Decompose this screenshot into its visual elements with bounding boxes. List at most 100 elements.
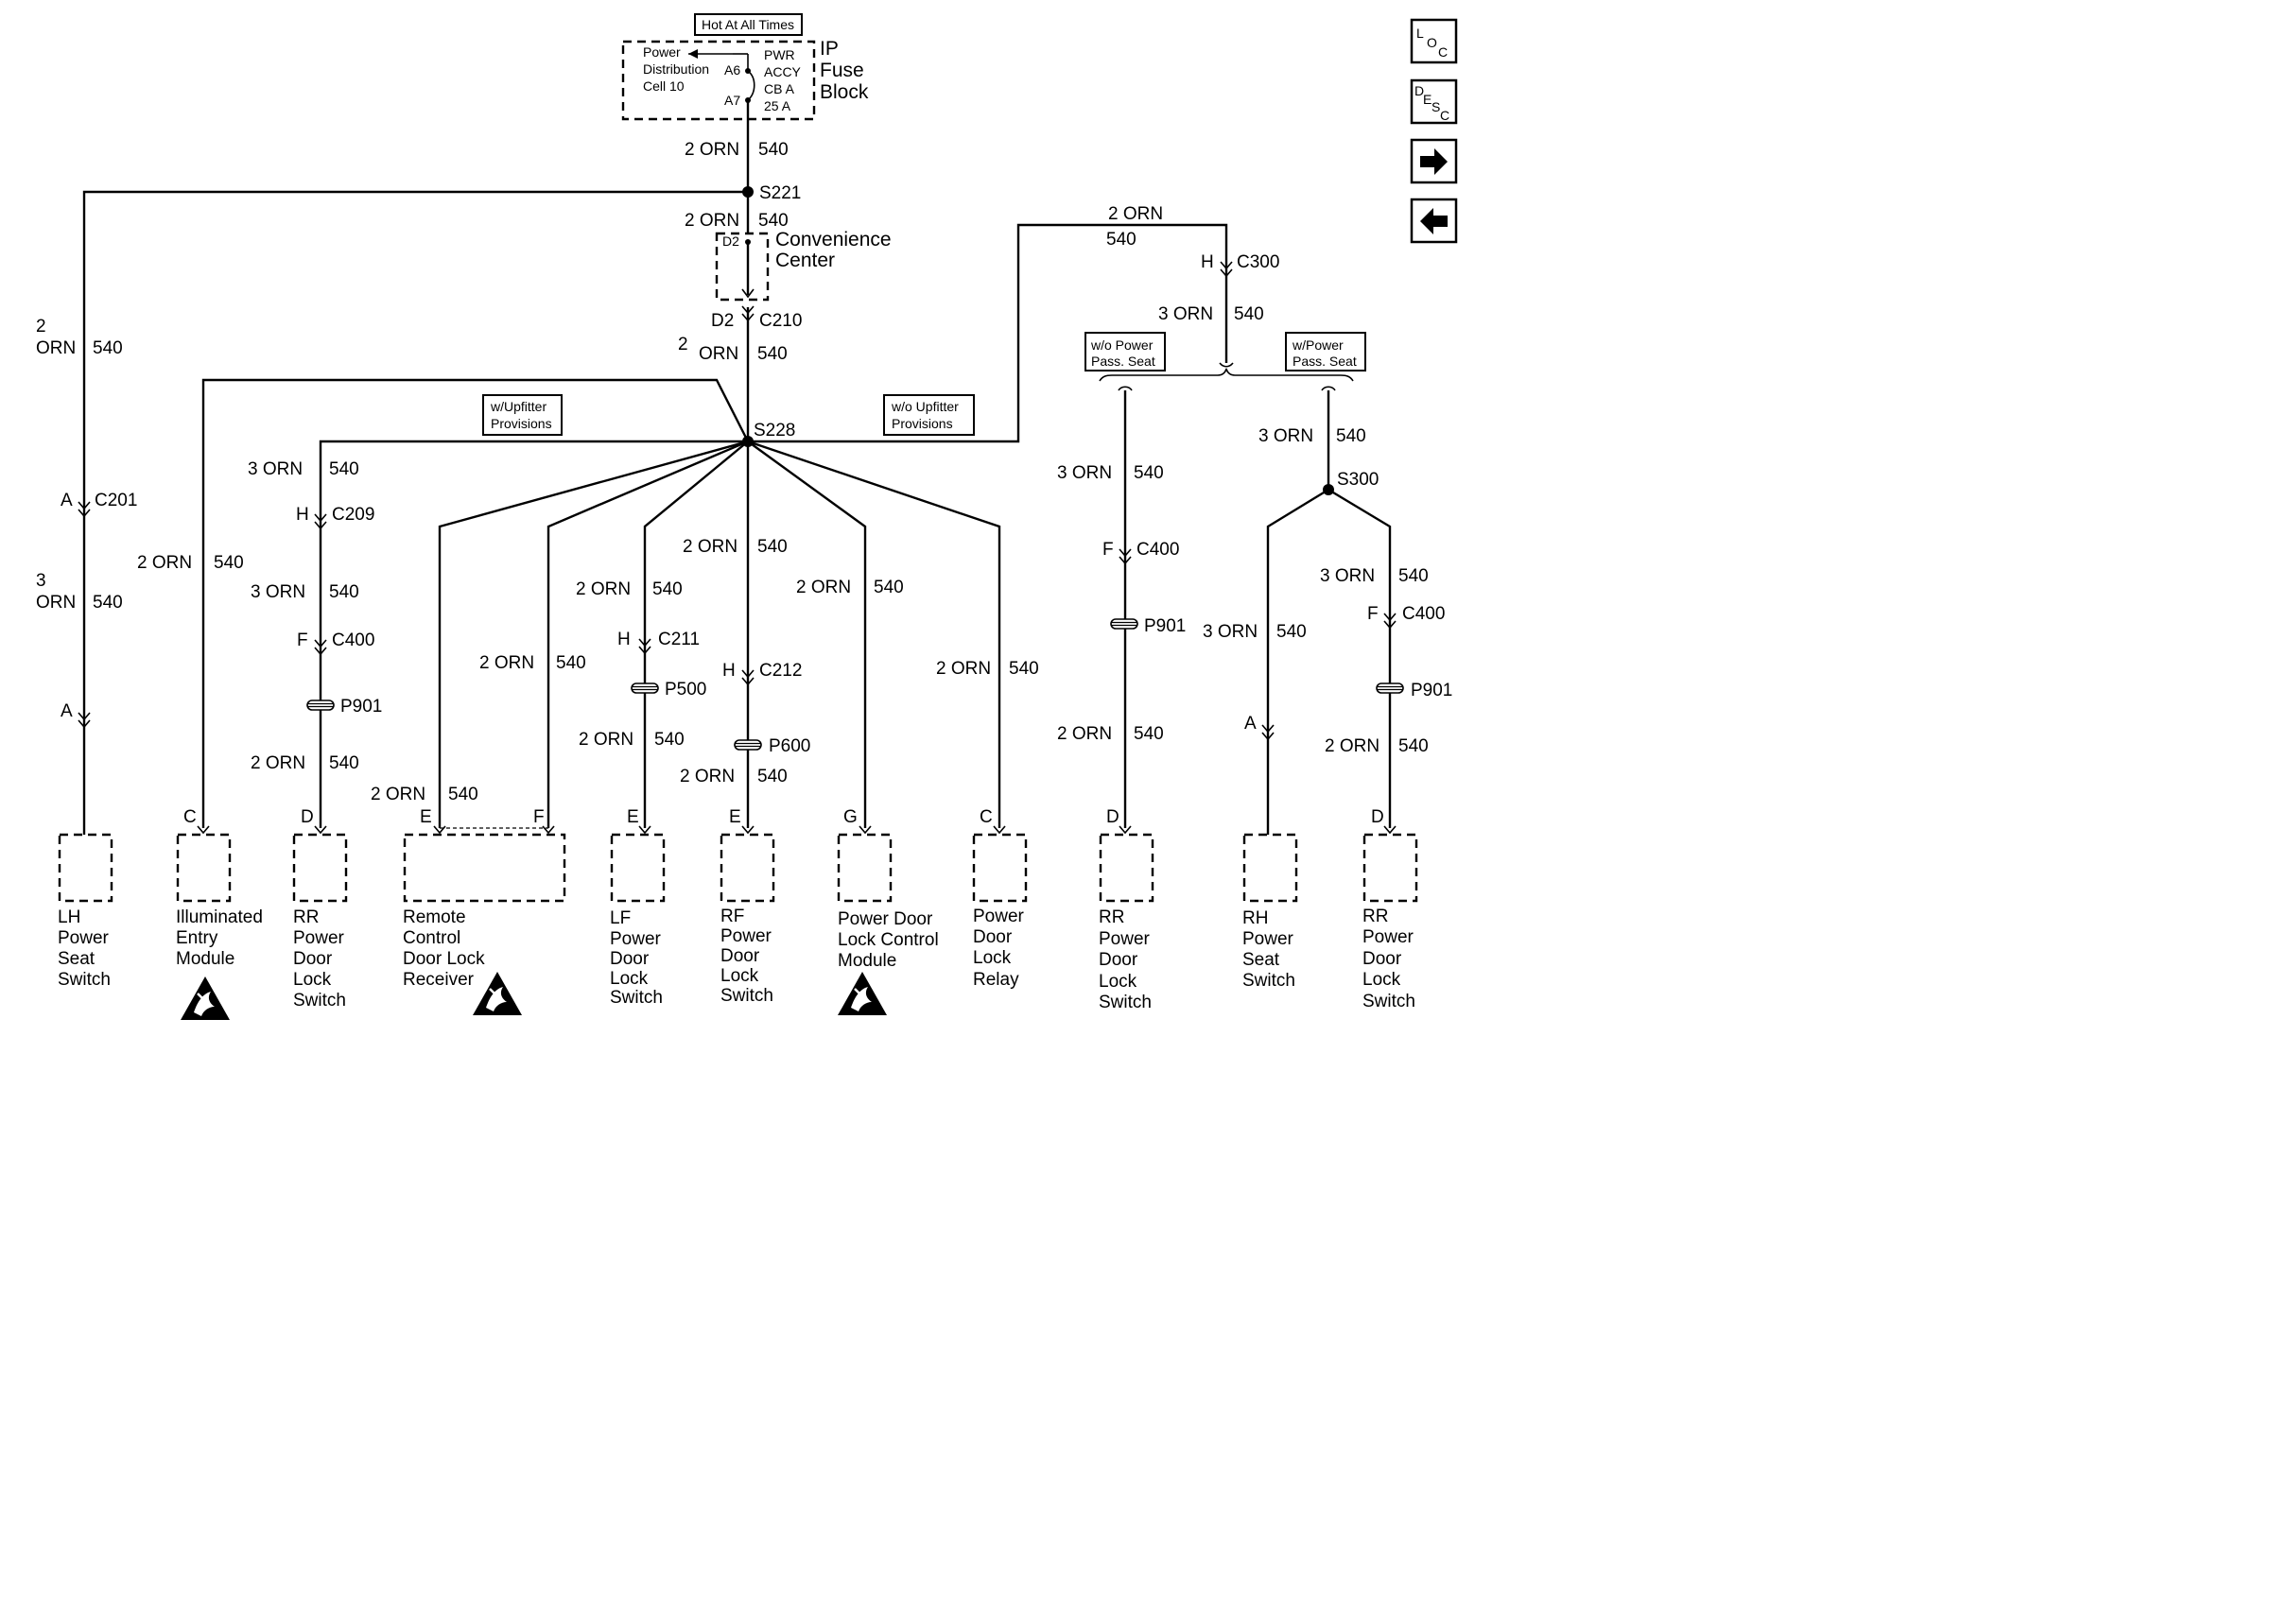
desc-letter: E <box>1423 92 1431 107</box>
component-label: Entry <box>176 928 218 948</box>
loc-button[interactable]: L O C <box>1410 18 1458 64</box>
forward-button[interactable] <box>1410 138 1458 184</box>
connector-c211-label: C211 <box>658 630 700 649</box>
loc-letter: C <box>1438 44 1448 60</box>
option-upfitter-label-1: w/Upfitter <box>490 399 547 414</box>
circuit-breaker-symbol <box>747 70 755 101</box>
rcdl-pin-e: E <box>420 807 432 827</box>
wire-circuit-label: 540 <box>652 579 683 599</box>
component-label: Receiver <box>403 970 475 990</box>
branch-rr-lock-2: 3 ORN 540 F C400 P901 2 ORN 540 D <box>1057 386 1186 835</box>
wire-circuit-label: 540 <box>758 140 789 160</box>
connector-c210-pin: D2 <box>711 311 734 331</box>
connector-c201-label: C201 <box>95 491 137 510</box>
component-label: RR <box>293 907 319 927</box>
component-label: Lock <box>720 966 759 986</box>
component-label: Switch <box>1099 993 1152 1012</box>
arrow-right-icon <box>1420 148 1448 175</box>
component-label: Remote <box>403 907 466 927</box>
component-label: Switch <box>1242 971 1295 991</box>
wire-gauge-label: 2 ORN <box>685 140 739 160</box>
component-rr-lock-switch-3: RR Power Door Lock Switch <box>1362 833 1418 1011</box>
wire-circuit-label: 540 <box>1106 230 1136 250</box>
branch-pdlcm: 2 ORN 540 G <box>747 441 904 835</box>
wire-size-label: 3 <box>36 571 46 591</box>
rf-lock-pin: E <box>729 807 741 827</box>
wire-gauge-label: 3 ORN <box>1057 463 1112 483</box>
component-rh-seat-switch: RH Power Seat Switch <box>1242 833 1298 991</box>
lh-seat-pin: A <box>61 701 73 721</box>
wire-circuit-label: 540 <box>1134 724 1164 744</box>
wire-gauge-label: 2 ORN <box>1325 736 1379 756</box>
rcdl-pin-f: F <box>533 807 545 827</box>
connector-c212-label: C212 <box>759 661 802 681</box>
component-label: Power <box>1099 929 1151 949</box>
main-trunk: 2 ORN 540 S221 2 ORN 540 D2 Convenience … <box>678 100 892 447</box>
hot-at-all-times-label: Hot At All Times <box>702 17 794 32</box>
component-label: Lock <box>610 969 649 989</box>
back-button[interactable] <box>1410 198 1458 244</box>
wire-circuit-label: 540 <box>1398 736 1429 756</box>
illuminated-entry-pin: C <box>183 807 197 827</box>
component-label: Power <box>720 926 772 946</box>
option-upfitter-label-2: Provisions <box>491 416 552 431</box>
wire-gauge-label: 2 ORN <box>579 730 633 750</box>
branch-rcdl: 2 ORN 540 2 ORN 540 E F <box>371 440 749 835</box>
rh-seat-pin: A <box>1244 714 1257 734</box>
component-label: Door <box>973 927 1013 947</box>
option-no-upfitter: w/o Upfitter Provisions <box>883 394 975 436</box>
fuse-label-1: PWR <box>764 47 795 62</box>
hot-at-all-times-box <box>694 13 803 36</box>
component-lf-lock-switch: LF Power Door Lock Switch <box>610 833 666 1008</box>
wire-gauge-label: 3 ORN <box>248 459 303 479</box>
connector-c211-pin: H <box>617 630 631 649</box>
desc-button[interactable]: D E S C <box>1410 78 1458 125</box>
fuse-label-4: 25 A <box>764 98 791 113</box>
ip-fuse-block-outline <box>621 40 816 121</box>
component-rr-lock-switch-2: RR Power Door Lock Switch <box>1099 833 1154 1012</box>
lf-lock-pin: E <box>627 807 639 827</box>
wire-size-label: 2 <box>678 335 688 354</box>
connector-c400-label: C400 <box>332 631 374 650</box>
arrow-left-icon <box>1420 208 1448 234</box>
splice-s228-label: S228 <box>754 421 795 441</box>
connector-c300-pin: H <box>1201 252 1214 272</box>
branch-rr-lock-1: 3 ORN 540 H C209 3 ORN 540 F C400 P901 2… <box>248 440 748 835</box>
component-label: Lock <box>1099 972 1137 992</box>
component-label: Door <box>1099 950 1138 970</box>
component-label: Door <box>610 949 650 969</box>
connector-c212-pin: H <box>722 661 736 681</box>
connector-c209-pin: H <box>296 505 309 525</box>
component-pdl-control-module: Power Door Lock Control Module <box>836 833 939 1017</box>
connector-c201-pin: A <box>61 491 73 510</box>
wire-gauge-label: ORN <box>699 344 738 364</box>
option-no-power-seat-label-2: Pass. Seat <box>1091 354 1155 369</box>
splice-s221-label: S221 <box>759 183 801 203</box>
pdlcm-pin: G <box>843 807 858 827</box>
esd-warning-icon <box>179 975 232 1022</box>
branch-illuminated-entry: 2 ORN 540 C <box>137 378 750 835</box>
option-power-seat-label-2: Pass. Seat <box>1293 354 1357 369</box>
rr-lock-2-pin: D <box>1106 807 1119 827</box>
component-label: Lock <box>1362 970 1401 990</box>
wire-circuit-label: 540 <box>1336 426 1366 446</box>
wire-circuit-label: 540 <box>556 653 586 673</box>
wire-circuit-label: 540 <box>1009 659 1039 679</box>
component-label: Power <box>610 929 662 949</box>
connector-c300-label: C300 <box>1237 252 1279 272</box>
ip-fuse-block-label-2: Fuse <box>820 60 864 81</box>
desc-letter: C <box>1440 108 1449 123</box>
wire-circuit-label: 540 <box>329 459 359 479</box>
wire-circuit-label: 540 <box>1398 566 1429 586</box>
branch-lh-seat: 2 ORN 540 A C201 3 ORN 540 A <box>36 190 748 835</box>
wire-gauge-label: 3 ORN <box>1158 304 1213 324</box>
wire-circuit-label: 540 <box>874 578 904 597</box>
pdl-relay-pin: C <box>980 807 993 827</box>
component-label: Switch <box>610 988 663 1008</box>
component-label: RR <box>1099 907 1124 927</box>
fuse-block: Hot At All Times Power Distribution Cell… <box>621 13 869 121</box>
component-label: Relay <box>973 970 1019 990</box>
component-label: Control <box>403 928 460 948</box>
grommet-p500-label: P500 <box>665 680 706 700</box>
desc-letter: D <box>1414 83 1424 98</box>
